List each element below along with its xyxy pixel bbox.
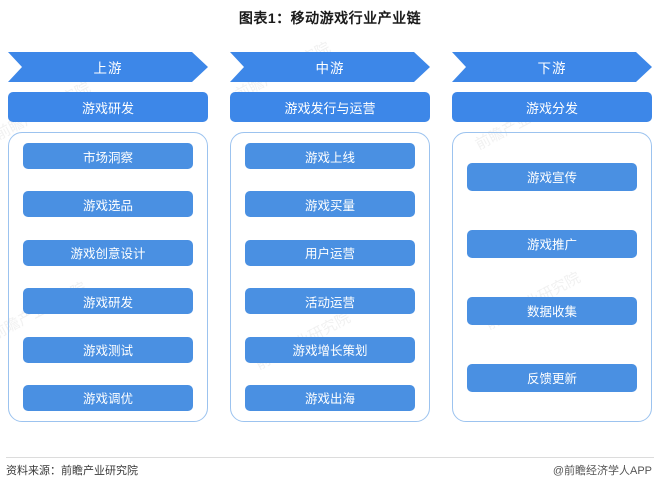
subbanner-midstream: 游戏发行与运营 [230,92,430,122]
subbanner-downstream: 游戏分发 [452,92,652,122]
list-item: 游戏推广 [467,229,637,258]
pipeline-columns: 上游 游戏研发 市场洞察 游戏选品 游戏创意设计 游戏研发 游戏测试 游戏调优 … [8,52,652,422]
footer-divider [6,457,654,458]
group-midstream: 游戏上线 游戏买量 用户运营 活动运营 游戏增长策划 游戏出海 [230,132,430,422]
list-item: 游戏研发 [23,288,193,315]
group-upstream: 市场洞察 游戏选品 游戏创意设计 游戏研发 游戏测试 游戏调优 [8,132,208,422]
banner-downstream: 下游 [452,52,652,82]
list-item: 游戏增长策划 [245,336,415,363]
list-item: 游戏创意设计 [23,239,193,266]
credit-note: @前瞻经济学人APP [552,465,652,477]
list-item: 游戏调优 [23,384,193,411]
list-item: 活动运营 [245,288,415,315]
banner-midstream: 中游 [230,52,430,82]
group-downstream: 游戏宣传 游戏推广 数据收集 反馈更新 [452,132,652,422]
list-item: 游戏测试 [23,336,193,363]
list-item: 游戏买量 [245,191,415,218]
list-item: 市场洞察 [23,143,193,169]
column-midstream: 中游 游戏发行与运营 游戏上线 游戏买量 用户运营 活动运营 游戏增长策划 游戏… [230,52,430,422]
column-downstream: 下游 游戏分发 游戏宣传 游戏推广 数据收集 反馈更新 [452,52,652,422]
column-upstream: 上游 游戏研发 市场洞察 游戏选品 游戏创意设计 游戏研发 游戏测试 游戏调优 [8,52,208,422]
list-item: 游戏选品 [23,191,193,218]
list-item: 游戏宣传 [467,162,637,191]
page-title: 图表1：移动游戏行业产业链 [238,10,422,26]
list-item: 用户运营 [245,239,415,266]
subbanner-upstream: 游戏研发 [8,92,208,122]
list-item: 数据收集 [467,296,637,325]
banner-upstream: 上游 [8,52,208,82]
source-note: 资料来源：前瞻产业研究院 [6,465,138,477]
list-item: 游戏上线 [245,143,415,169]
list-item: 游戏出海 [245,384,415,411]
list-item: 反馈更新 [467,363,637,392]
